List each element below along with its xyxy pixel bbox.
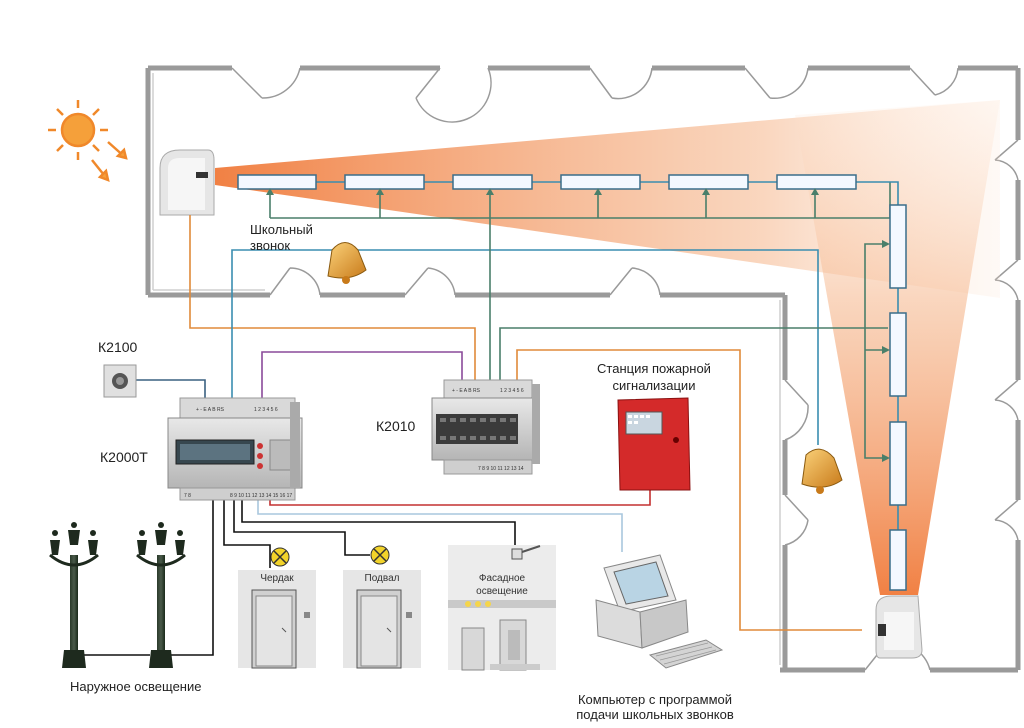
school-bell-icon: [327, 242, 367, 284]
k2000t-label: К2000Т: [100, 449, 148, 465]
corridor-bell-icon: [801, 448, 843, 494]
sun-icon: [48, 100, 128, 182]
fixture-v3: [889, 421, 907, 506]
indicator-lamp-basement: [370, 545, 390, 565]
k2000t-right-pins: 1 2 3 4 5 6: [254, 407, 278, 413]
k2010-right-pins: 1 2 3 4 5 6: [500, 388, 524, 394]
fixture-v2: [889, 312, 907, 397]
feed-arrows: [266, 188, 890, 462]
street-lamp-2: [136, 522, 186, 668]
k2100-device: [103, 364, 137, 398]
facade-building: [448, 545, 556, 671]
computer-label: Компьютер с программой подачи школьных з…: [576, 692, 734, 722]
basement-label: Подвал: [364, 573, 400, 584]
fixture-h6: [776, 174, 857, 190]
light-sensor-top-icon: [159, 149, 215, 216]
vertical-light-fixtures: [889, 204, 907, 591]
fixture-h4: [560, 174, 641, 190]
k2010-left-pins: + - E A B RS: [452, 388, 481, 394]
light-sensor-bottom-icon: [875, 595, 923, 659]
school-bell-label: Школьный звонок: [250, 222, 313, 253]
computer-icon: [595, 554, 724, 669]
fixture-v4: [889, 529, 907, 591]
k2100-label: К2100: [98, 339, 138, 355]
outdoor-lighting-label: Наружное освещение: [70, 679, 202, 694]
k2000t-bottom-left-pins: 7 8: [184, 493, 191, 499]
building-walls: [145, 65, 1021, 673]
facade-label: Фасадное освещение: [476, 573, 528, 597]
k2000t-device: [167, 397, 303, 501]
street-lamp-1: [49, 522, 99, 668]
fixture-h2: [344, 174, 425, 190]
fixture-h3: [452, 174, 533, 190]
attic-label: Чердак: [260, 573, 294, 584]
fixture-h1: [237, 174, 317, 190]
fixture-v1: [889, 204, 907, 289]
k2010-device: [431, 379, 540, 475]
indicator-lamp-attic: [270, 547, 290, 567]
horizontal-light-fixtures: [237, 174, 857, 190]
fire-alarm-panel: [617, 397, 691, 491]
wires: [75, 181, 899, 656]
fixture-h5: [668, 174, 749, 190]
basement-door: [343, 570, 421, 669]
k2010-bottom-pins: 7 8 9 10 11 12 13 14: [478, 466, 524, 472]
attic-door: [238, 570, 316, 669]
building-walls-inner: [152, 73, 781, 665]
k2000t-bottom-pins: 8 9 10 11 12 13 14 15 16 17: [230, 493, 292, 499]
fire-station-label: Станция пожарной сигнализации: [597, 361, 711, 393]
k2010-label: К2010: [376, 418, 416, 434]
k2000t-left-pins: + - E A B RS: [196, 407, 225, 413]
